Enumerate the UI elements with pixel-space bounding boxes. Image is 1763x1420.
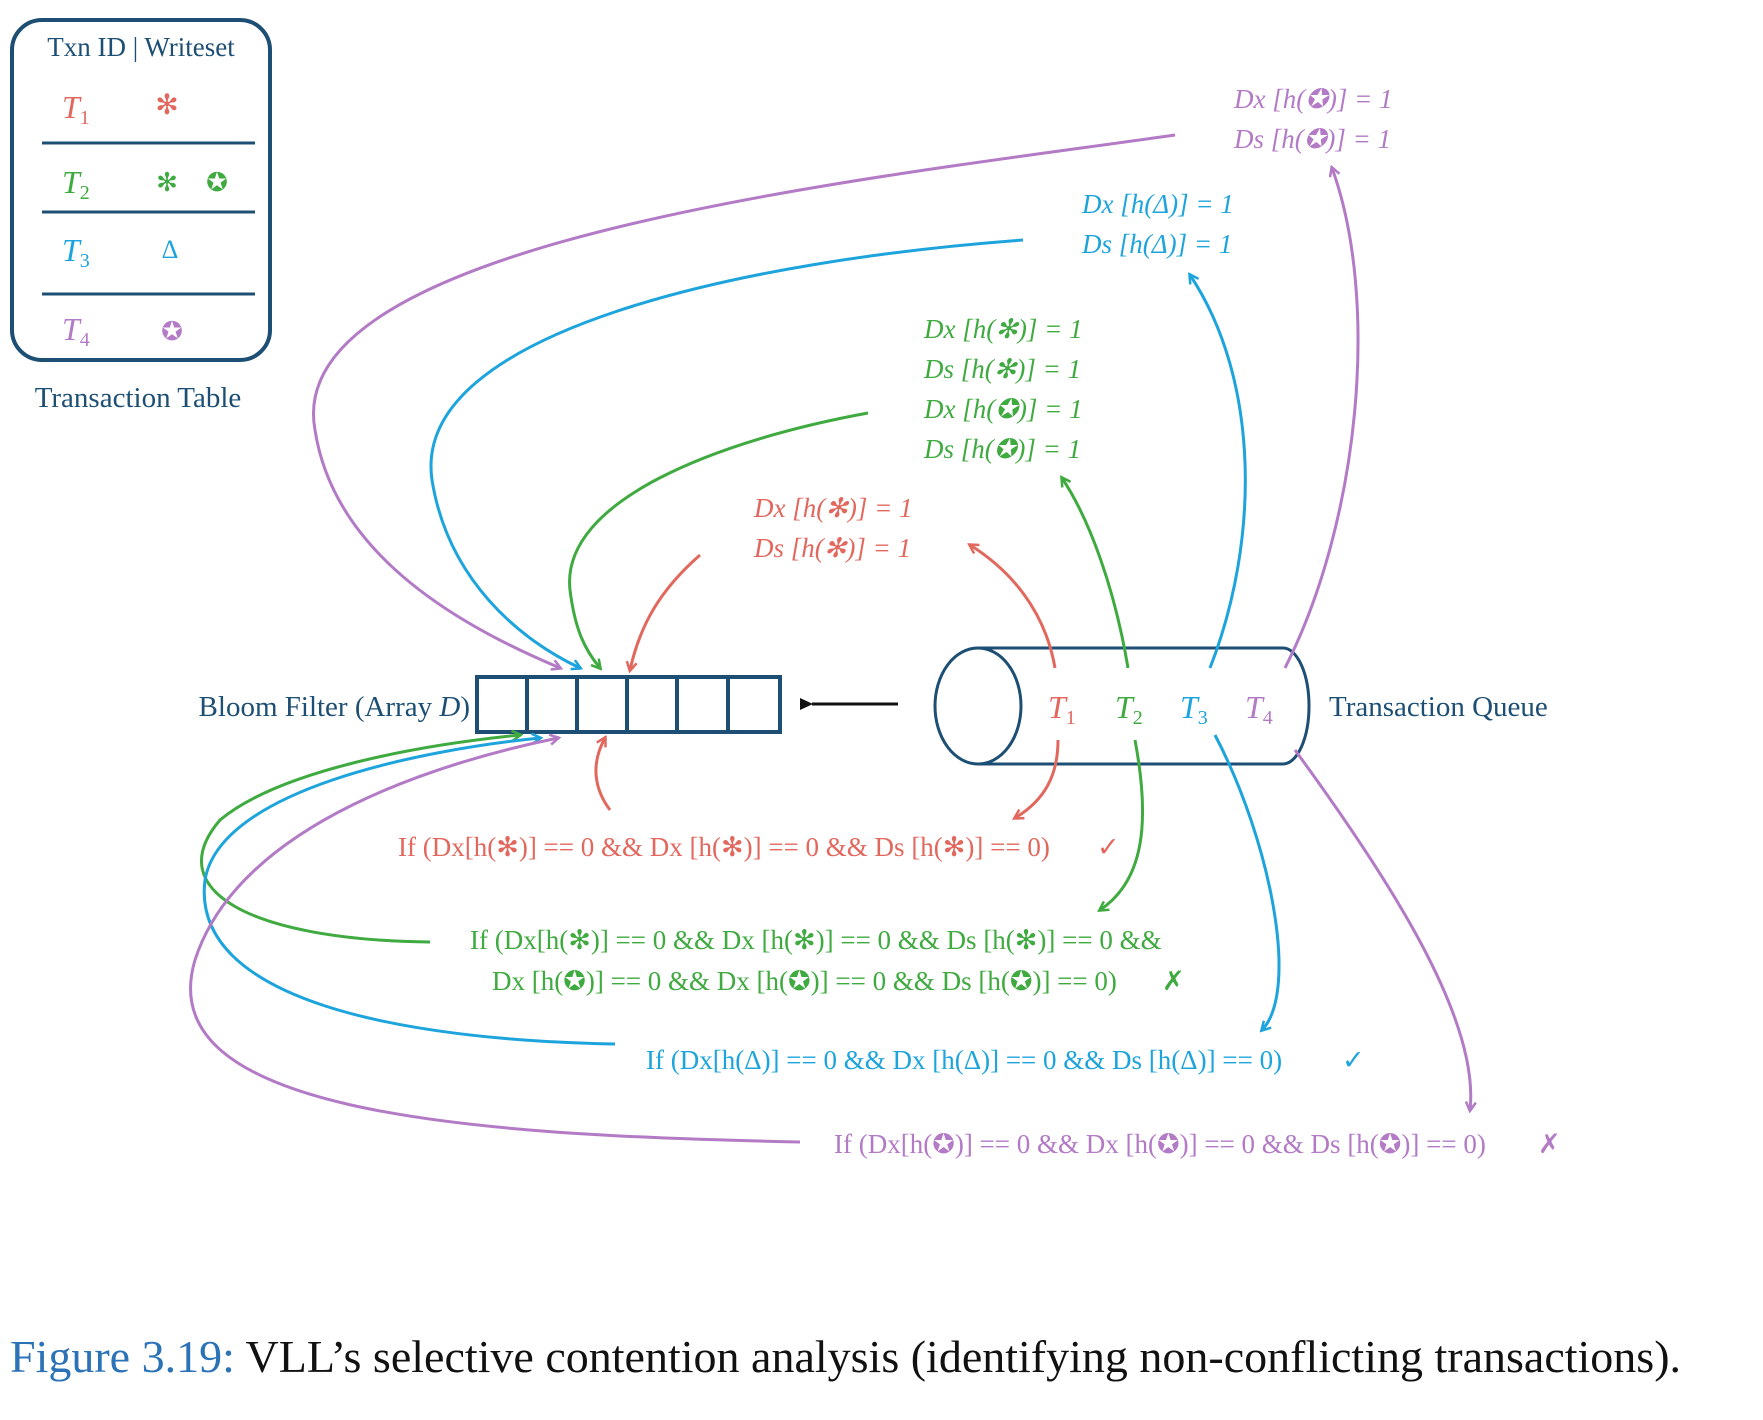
writeset-asterisk: ✻ bbox=[156, 168, 178, 197]
t4-check-to-bloom-arrow bbox=[189, 738, 801, 1144]
check-mark: ✓ bbox=[1097, 832, 1120, 862]
txn-id: T4 bbox=[62, 311, 90, 351]
t3-check: If (Dx[h(Δ)] == 0 && Dx [h(Δ)] == 0 && D… bbox=[646, 1045, 1365, 1075]
t2-updates: Dx [h(✻)] = 1 Ds [h(✻)] = 1 Dx [h(✪)] = … bbox=[923, 314, 1083, 464]
t1-update-to-bloom-arrow bbox=[630, 553, 701, 670]
update-line: Dx [h(Δ)] = 1 bbox=[1081, 189, 1234, 219]
t3-update-to-bloom-arrow bbox=[429, 238, 1024, 668]
t4-check: If (Dx[h(✪)] == 0 && Dx [h(✪)] == 0 && D… bbox=[834, 1129, 1561, 1159]
update-line: Dx [h(✪)] = 1 bbox=[1233, 84, 1393, 114]
t3-check-arrow bbox=[1213, 734, 1281, 1030]
writeset-star: ✪ bbox=[206, 168, 228, 197]
bloom-filter-cell bbox=[575, 675, 629, 734]
t4-update-to-bloom-arrow bbox=[311, 133, 1176, 668]
check-line: If (Dx[h(✪)] == 0 && Dx [h(✪)] == 0 && D… bbox=[834, 1129, 1486, 1159]
table-row-t1: T1 ✻ bbox=[62, 89, 179, 129]
figure-caption-text: VLL’s selective contention analysis (ide… bbox=[234, 1331, 1682, 1382]
table-row-t3: T3 Δ bbox=[62, 232, 178, 272]
t4-updates: Dx [h(✪)] = 1 Ds [h(✪)] = 1 bbox=[1233, 84, 1393, 154]
transaction-table-header: Txn ID | Writeset bbox=[47, 32, 235, 62]
bloom-filter-cell bbox=[675, 675, 730, 734]
cross-mark: ✗ bbox=[1538, 1129, 1561, 1159]
transaction-queue: T1 T2 T3 T4 Transaction Queue bbox=[933, 646, 1548, 766]
check-line: If (Dx[h(✻)] == 0 && Dx [h(✻)] == 0 && D… bbox=[470, 925, 1162, 955]
t2-check-arrow bbox=[1100, 739, 1145, 910]
writeset-star: ✪ bbox=[161, 317, 183, 346]
bloom-filter-cell bbox=[525, 675, 579, 734]
update-line: Dx [h(✪)] = 1 bbox=[923, 394, 1083, 424]
bloom-filter-cell bbox=[726, 675, 782, 734]
check-line: If (Dx[h(✻)] == 0 && Dx [h(✻)] == 0 && D… bbox=[398, 832, 1050, 862]
update-line: Ds [h(✻)] = 1 bbox=[923, 354, 1081, 384]
queue-item-t4: T4 bbox=[1245, 689, 1273, 729]
update-line: Ds [h(✻)] = 1 bbox=[753, 533, 911, 563]
check-mark: ✓ bbox=[1342, 1045, 1365, 1075]
queue-cylinder-end bbox=[933, 646, 1023, 766]
t3-updates: Dx [h(Δ)] = 1 Ds [h(Δ)] = 1 bbox=[1081, 189, 1234, 259]
t2-update-arrow bbox=[1062, 478, 1130, 669]
transaction-table: Txn ID | Writeset T1 ✻ T2 ✻ ✪ T3 Δ T4 ✪ … bbox=[10, 18, 272, 414]
t2-check: If (Dx[h(✻)] == 0 && Dx [h(✻)] == 0 && D… bbox=[470, 925, 1185, 996]
transaction-queue-label: Transaction Queue bbox=[1329, 691, 1548, 723]
bloom-filter-cell bbox=[625, 675, 679, 734]
t1-check-to-bloom-arrow bbox=[594, 738, 612, 811]
vll-diagram: Txn ID | Writeset T1 ✻ T2 ✻ ✪ T3 Δ T4 ✪ … bbox=[10, 18, 1561, 1159]
t2-update-to-bloom-arrow bbox=[568, 411, 869, 668]
t3-check-to-bloom-arrow bbox=[202, 738, 616, 1046]
update-line: Ds [h(✪)] = 1 bbox=[923, 434, 1081, 464]
update-line: Ds [h(✪)] = 1 bbox=[1233, 124, 1391, 154]
t4-update-arrow bbox=[1283, 168, 1360, 669]
transaction-table-label: Transaction Table bbox=[35, 382, 242, 414]
check-line: Dx [h(✪)] == 0 && Dx [h(✪)] == 0 && Ds [… bbox=[492, 966, 1117, 996]
table-row-t4: T4 ✪ bbox=[62, 311, 183, 351]
bloom-filter-label: Bloom Filter (Array D) bbox=[199, 691, 470, 723]
update-line: Dx [h(✻)] = 1 bbox=[923, 314, 1083, 344]
txn-id: T3 bbox=[62, 232, 90, 272]
figure-caption: Figure 3.19: VLL’s selective contention … bbox=[10, 1330, 1681, 1383]
update-line: Dx [h(✻)] = 1 bbox=[753, 493, 913, 523]
table-row-t2: T2 ✻ ✪ bbox=[62, 164, 228, 204]
t2-check-to-bloom-arrow bbox=[200, 735, 520, 944]
t1-check: If (Dx[h(✻)] == 0 && Dx [h(✻)] == 0 && D… bbox=[398, 832, 1120, 862]
bloom-filter-cell bbox=[475, 675, 529, 734]
cross-mark: ✗ bbox=[1162, 966, 1185, 996]
txn-id: T2 bbox=[62, 164, 90, 204]
transaction-table-frame bbox=[10, 18, 272, 362]
txn-id: T1 bbox=[62, 89, 90, 129]
figure-number: Figure 3.19: bbox=[10, 1331, 235, 1382]
t4-check-arrow bbox=[1293, 749, 1471, 1110]
t1-check-arrow bbox=[1015, 739, 1060, 818]
bloom-filter: Bloom Filter (Array D) bbox=[199, 675, 782, 734]
writeset-asterisk: ✻ bbox=[155, 90, 178, 121]
t3-update-arrow bbox=[1190, 275, 1247, 669]
queue-item-t2: T2 bbox=[1115, 689, 1143, 729]
queue-item-t3: T3 bbox=[1180, 689, 1208, 729]
t1-updates: Dx [h(✻)] = 1 Ds [h(✻)] = 1 bbox=[753, 493, 913, 563]
update-line: Ds [h(Δ)] = 1 bbox=[1081, 229, 1232, 259]
queue-item-t1: T1 bbox=[1048, 689, 1076, 729]
writeset-delta: Δ bbox=[162, 235, 179, 264]
t1-update-arrow bbox=[970, 545, 1057, 669]
check-line: If (Dx[h(Δ)] == 0 && Dx [h(Δ)] == 0 && D… bbox=[646, 1045, 1282, 1075]
